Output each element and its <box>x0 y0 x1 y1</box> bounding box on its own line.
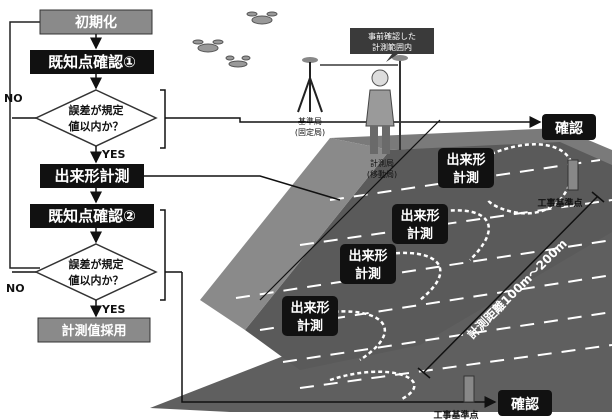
measure-callout-4-line1: 出来形 <box>290 300 329 316</box>
measure-callout-2-line2: 計測 <box>407 226 433 242</box>
bench-bottom-label: 工事基準点 <box>433 409 478 420</box>
check2-label: 既知点確認② <box>48 207 136 225</box>
distance-line <box>423 195 599 373</box>
bench-mark-top <box>567 159 579 191</box>
range-callout <box>350 28 434 54</box>
diamond1-line2: 値以内か？ <box>68 119 124 133</box>
check1-box <box>30 50 154 74</box>
confirm-bottom-label: 確認 <box>511 396 539 413</box>
base-line1: 基準局 <box>298 116 322 126</box>
base-station <box>297 57 323 113</box>
measure-callout-1-line1: 出来形 <box>446 152 485 168</box>
measure-callout-4-line2: 計測 <box>297 318 323 334</box>
road-edge <box>200 138 390 330</box>
confirm-box-top <box>542 114 596 140</box>
measure-box <box>40 164 144 188</box>
base-line2: (固定局) <box>295 127 325 137</box>
range-line1: 事前確認した <box>368 31 416 41</box>
confirm-top-label: 確認 <box>555 120 583 137</box>
loop-line <box>9 21 40 269</box>
measure-label: 出来形計測 <box>54 167 129 185</box>
init-label: 初期化 <box>75 14 117 31</box>
drones <box>192 11 278 68</box>
yes2-label: YES <box>101 303 125 316</box>
bench-mark-bottom <box>463 375 475 403</box>
rover-line1: 計測局 <box>370 158 394 168</box>
connectors <box>144 64 542 408</box>
rover-line2: (移動局) <box>367 169 397 179</box>
diamond1-line1: 誤差が規定 <box>69 103 124 117</box>
check1-label: 既知点確認① <box>48 53 136 71</box>
measure-callouts <box>282 148 494 336</box>
diamond2-line2: 値以内か？ <box>68 273 124 287</box>
flowchart <box>9 9 158 343</box>
surveyor-figure <box>365 55 408 154</box>
measure-callout-1-line2: 計測 <box>453 170 479 186</box>
end-label: 計測值採用 <box>61 323 126 339</box>
diamond2-line1: 誤差が規定 <box>69 257 124 271</box>
diamond2 <box>34 243 158 301</box>
measure-callout-3-line2: 計測 <box>355 266 381 282</box>
diamond1 <box>34 89 158 147</box>
bench-top-label: 工事基準点 <box>537 197 582 209</box>
drone-icon <box>246 11 278 25</box>
measure-callout-3-line1: 出来形 <box>348 248 387 264</box>
drone-icon <box>225 55 251 68</box>
range-line2: 計測範囲内 <box>372 42 412 52</box>
end-box <box>37 317 151 343</box>
measure-callout-2-line1: 出来形 <box>400 208 439 224</box>
no2-label: NO <box>6 282 25 295</box>
confirm-box-bottom <box>498 390 552 416</box>
no1-label: NO <box>4 92 23 105</box>
check2-box <box>30 204 154 228</box>
yes1-label: YES <box>101 148 125 161</box>
drone-icon <box>192 39 224 53</box>
